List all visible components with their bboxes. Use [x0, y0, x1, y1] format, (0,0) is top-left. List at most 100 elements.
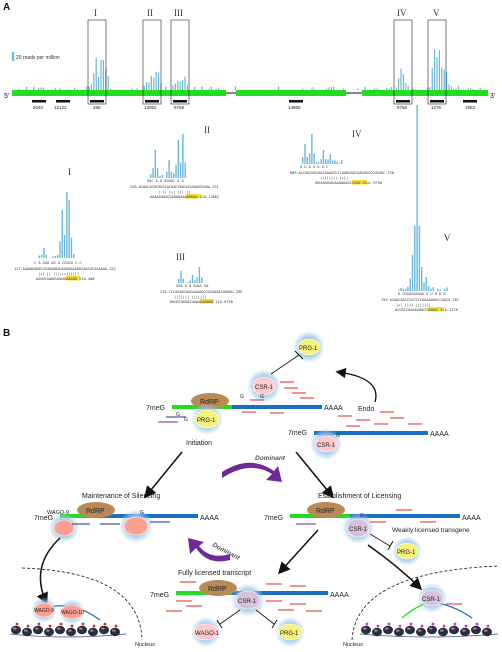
dominant-mid-arrow: Dominant	[188, 538, 242, 562]
nucleus-wago9	[33, 602, 55, 618]
coverage-bar	[107, 76, 109, 90]
zoom-read-bar	[175, 164, 177, 178]
zoom-read-bar	[63, 234, 66, 258]
zoom-read-bar	[168, 160, 170, 178]
maintenance-wago9	[53, 519, 75, 537]
zoom-read-bar	[416, 105, 418, 291]
fully-small-rnas	[166, 581, 322, 612]
fully-csr1	[235, 590, 261, 610]
nucleus-csr1-label: CSR-1	[422, 597, 441, 603]
nucleosome-highlight	[79, 627, 83, 630]
zoom-read-bar	[331, 160, 334, 164]
histone-mark	[420, 624, 424, 628]
zoom-read-bar	[407, 286, 409, 291]
zoom-read-bar	[313, 153, 315, 164]
fully-rdrp	[199, 580, 237, 596]
zoom-read-bar	[427, 286, 430, 291]
endo-aaaa: AAAA	[430, 431, 449, 438]
histone-mark	[114, 624, 118, 628]
zoom-iv-pirna-seq: UUUUUUGGUAAGAUAGCCGGU 21ur-9756	[315, 181, 382, 185]
coverage-bar	[448, 84, 450, 90]
initiation-csr1	[252, 376, 276, 396]
coverage-bar	[436, 56, 438, 90]
cluster-label-iii: III	[174, 8, 183, 18]
establishment-inhibits-prg1-bar	[387, 540, 394, 551]
cluster-label-v: V	[433, 8, 440, 18]
coverage-bar	[407, 85, 409, 90]
zoom-iii-pairing: ||||||| |||||||	[174, 295, 206, 299]
prg1-top	[297, 338, 321, 356]
endo-g: G	[336, 433, 340, 439]
coverage-bar	[278, 86, 280, 90]
zoom-read-bar	[306, 157, 308, 164]
coverage-bar	[388, 88, 390, 90]
zoom-read-bar	[308, 153, 311, 164]
coverage-bar	[443, 69, 445, 90]
legend-bar-icon	[12, 52, 15, 61]
nucleosome-highlight	[46, 629, 50, 632]
establishment-aaaa: AAAA	[462, 515, 481, 522]
coverage-bar	[446, 71, 448, 90]
nucleosome	[394, 627, 404, 637]
fully-licensed-complex: Fully licensed transcript 7meG AAAA RdRP…	[150, 570, 349, 647]
zoom-i-pairing: |+| || ||||++||||||	[38, 272, 79, 276]
fully-inhibits-prg1-line	[255, 609, 275, 625]
zoom-ii-target-seq: 220-UCAACACUCUUGCACUACGUUCUGUUAUGGGUA-23…	[130, 185, 219, 189]
coverage-bar	[59, 88, 61, 90]
coverage-bar	[374, 88, 376, 90]
cluster-label-iv: IV	[397, 8, 407, 18]
establishment-inhibits-prg1-line	[369, 533, 391, 547]
coverage-bar	[153, 77, 155, 90]
zoom-read-bar	[439, 289, 441, 291]
histone-mark	[59, 622, 63, 626]
coverage-bar	[234, 86, 236, 90]
nucleosome-highlight	[35, 627, 39, 630]
zoom-read-bar	[444, 288, 446, 291]
fully-csr1-label: CSR-1	[238, 599, 257, 605]
panel-b: B 7meG AAAA RdRP CSR-1 PRG-1	[3, 328, 499, 648]
coverage-bar	[390, 87, 392, 90]
zoom-read-bar	[196, 277, 198, 283]
coverage-bar	[398, 78, 400, 90]
histone-mark	[376, 624, 380, 628]
initiation-rdrp-label: RdRP	[200, 399, 219, 406]
coverage-bar	[90, 84, 92, 90]
initiation-to-maintenance-arrow	[144, 451, 183, 499]
coverage-bar	[74, 87, 76, 90]
site-label-1276: 1276	[431, 105, 442, 110]
nucleosome-highlight	[101, 627, 105, 630]
zoom-ii-title: II	[204, 125, 210, 135]
zoom-read-bar	[152, 168, 154, 178]
endo-csr1-label: CSR-1	[317, 443, 336, 449]
nucleosomes-left	[9, 622, 127, 638]
coverage-bar	[386, 87, 388, 90]
zoom-ii-pairing: | || |+| ||| ||	[158, 190, 190, 194]
nucleosome-highlight	[68, 629, 72, 632]
nucleosome-highlight	[473, 627, 477, 630]
zoom-ii-read-letters: GGC A U AGUAC A A	[147, 179, 185, 183]
coverage-bar	[352, 89, 354, 90]
csr1-inhibits-prg1-line	[270, 354, 300, 375]
nucleosome-highlight	[57, 627, 61, 630]
establishment-7meg: 7meG	[264, 515, 283, 522]
coverage-bar	[342, 88, 344, 90]
zoom-read-bar	[173, 173, 175, 178]
establishment-title: Establishment of Licensing	[318, 493, 401, 500]
nucleosome-highlight	[24, 629, 28, 632]
histone-mark	[442, 624, 446, 628]
nucleosome-highlight	[90, 629, 94, 632]
nucleosome	[383, 625, 393, 635]
transgene-middle-segment	[236, 90, 346, 96]
site-label-6040: 6040	[33, 105, 44, 110]
zoom-read-bar	[414, 225, 416, 291]
nucleosome-highlight	[407, 627, 411, 630]
nucleus-left-label: Nucleus	[135, 642, 155, 648]
nucleosome-highlight	[13, 627, 17, 630]
zoom-read-bar	[418, 225, 421, 291]
nucleosome	[44, 627, 54, 637]
zoom-read-bar	[154, 150, 156, 178]
maintenance-small-rnas	[72, 521, 170, 525]
coverage-bar	[434, 49, 436, 90]
establishment-to-nucleus-arrow	[367, 544, 423, 591]
endo-small-rnas	[338, 411, 422, 427]
